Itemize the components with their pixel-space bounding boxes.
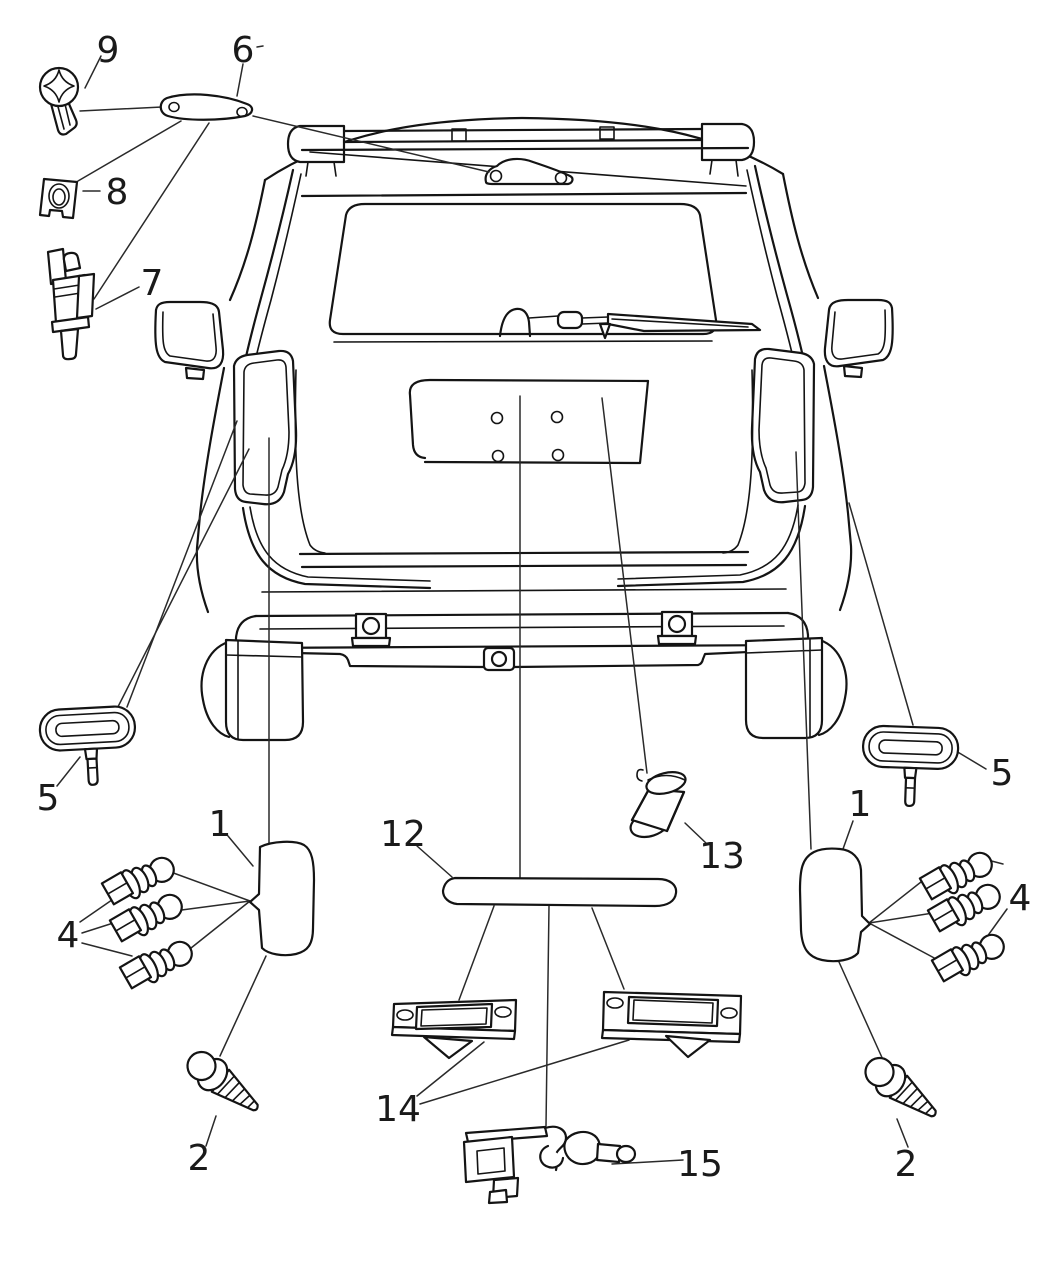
- tail-lamp-right: [750, 347, 816, 504]
- part-6-gasket: [159, 93, 254, 121]
- callout-14: 14: [375, 1089, 421, 1130]
- callout-2-right: 2: [895, 1144, 918, 1185]
- part-8-clip: [38, 177, 79, 220]
- callout-8: 8: [106, 172, 129, 213]
- part-1-lens-left: [248, 840, 316, 957]
- part-5-marker-left: [38, 705, 137, 786]
- callout-4-right: 4: [1009, 878, 1032, 919]
- rear-wiper: [498, 307, 762, 340]
- callout-9: 9: [97, 30, 120, 71]
- left-mudflap: [224, 638, 305, 742]
- callout-4-left: 4: [57, 915, 80, 956]
- left-body-side: [195, 366, 226, 614]
- right-body-side: [822, 364, 853, 612]
- part-2-screw-left: [178, 1042, 269, 1124]
- callout-labels: 9 6 8 7 5 1 4 2 12 13 14 15 5 1 4 2: [37, 30, 1032, 1185]
- callout-2-left: 2: [188, 1138, 211, 1179]
- part-14-license-lamp-right: [600, 990, 743, 1059]
- part-4-bulbs-left: [99, 850, 199, 994]
- part-15-latch-assembly: [462, 1125, 637, 1205]
- part-1-lens-right: [798, 847, 872, 963]
- callout-13: 13: [699, 836, 745, 877]
- callout-5-right: 5: [991, 753, 1014, 794]
- part-4-bulbs-right: [917, 845, 1011, 987]
- rear-bumper: [234, 610, 810, 672]
- right-mirror: [823, 298, 894, 379]
- right-mudflap: [744, 636, 824, 740]
- part-9-screw: [38, 66, 80, 136]
- callout-15: 15: [677, 1144, 723, 1185]
- part-7-socket: [46, 247, 96, 361]
- callout-12: 12: [380, 814, 426, 855]
- part-5-marker-right: [861, 724, 960, 808]
- callout-1-right: 1: [849, 784, 872, 825]
- part-14-license-lamp-left: [390, 998, 518, 1060]
- van-rear-view: [154, 116, 894, 742]
- callout-6: 6: [232, 30, 255, 71]
- left-tire: [200, 640, 231, 739]
- callout-7: 7: [141, 263, 164, 304]
- part-2-screw-right: [856, 1048, 947, 1130]
- part-13-socket: [629, 768, 687, 839]
- left-mirror: [154, 300, 225, 381]
- chmsl-plate: [484, 157, 574, 186]
- part-12-bar: [441, 876, 678, 908]
- left-pillar: [228, 178, 267, 302]
- tail-lamp-left: [232, 349, 298, 506]
- callout-5-left: 5: [37, 778, 60, 819]
- callout-1-left: 1: [209, 804, 232, 845]
- leader-lines: [56, 45, 1008, 1165]
- license-recess: [408, 378, 650, 465]
- rear-window: [328, 202, 718, 336]
- right-tire: [817, 638, 848, 737]
- right-pillar: [781, 172, 820, 300]
